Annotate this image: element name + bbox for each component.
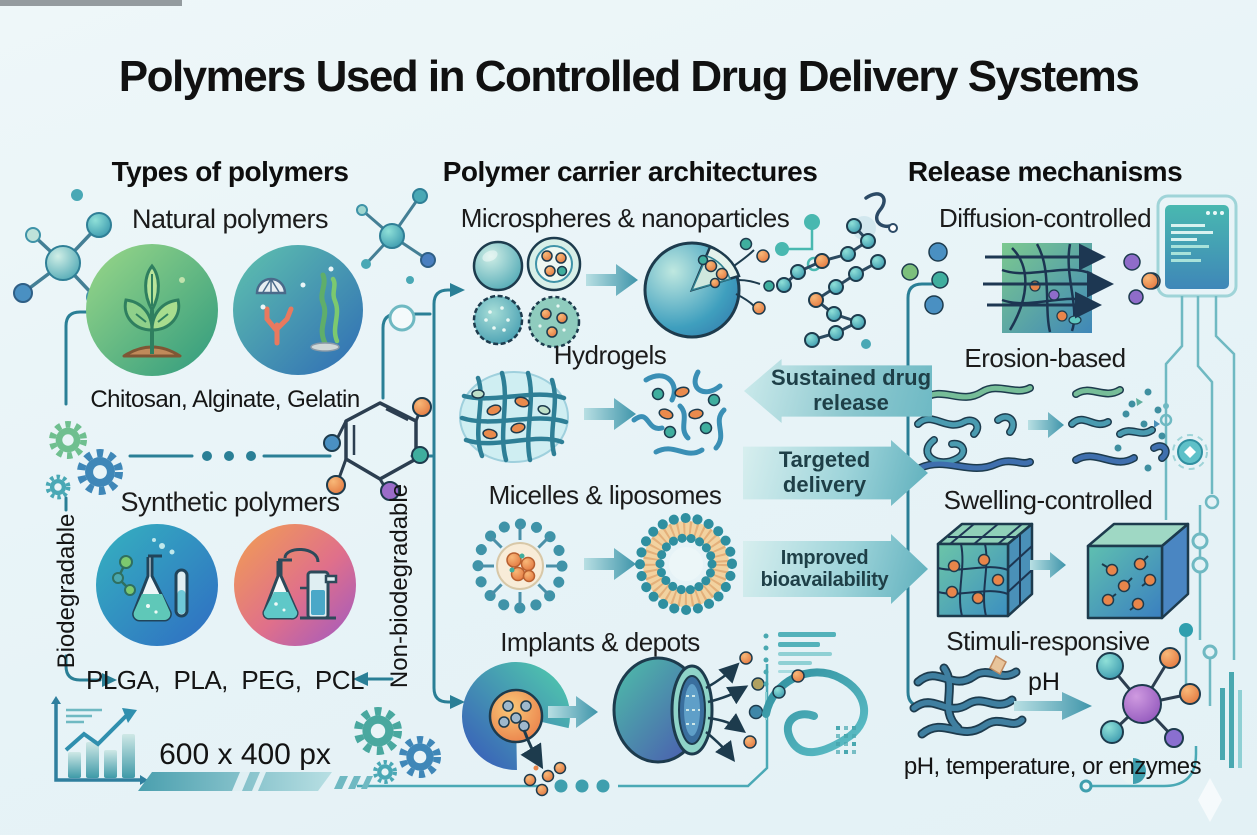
mechanism-label-erosion: Erosion-based xyxy=(964,343,1126,373)
stimuli-molecule-icon xyxy=(1096,647,1201,748)
natural-plant-circle xyxy=(86,244,218,376)
synthetic-lab-circle xyxy=(234,524,356,646)
microspheres-cluster-icon xyxy=(472,236,582,349)
flow-arrow-icon xyxy=(1028,412,1064,438)
growth-chart-icon xyxy=(51,696,148,785)
micelle-icon xyxy=(472,518,568,614)
implant-cylinder-icon xyxy=(612,651,765,764)
gears-icon xyxy=(358,711,437,782)
flow-arrow-icon xyxy=(586,264,638,296)
size-note: 600 x 400 px xyxy=(159,738,331,771)
non-biodegradable-label: Non-biodegradable xyxy=(386,483,413,689)
mechanism-label-stimuli: Stimuli-responsive xyxy=(946,626,1150,656)
bottom-circuit-dots xyxy=(554,779,1093,793)
right-circuit-shapes xyxy=(1120,623,1242,822)
architecture-label-hydrogels: Hydrogels xyxy=(553,340,667,370)
flow-arrow-icon xyxy=(1030,552,1066,578)
release-sphere-icon xyxy=(643,237,775,339)
mechanisms-column-header: Release mechanisms xyxy=(907,156,1183,187)
liposome-icon xyxy=(635,513,737,615)
mechanism-label-diffusion: Diffusion-controlled xyxy=(938,203,1152,233)
hydrogel-mesh-icon xyxy=(631,369,727,456)
right-circuit-trace xyxy=(1184,505,1218,706)
synthetic-polymer-examples: PLGA, PLA, PEG, PCL xyxy=(85,665,365,695)
molecule-icon xyxy=(356,188,436,332)
biodegradable-label: Biodegradable xyxy=(53,513,80,669)
implant-depot-icon xyxy=(462,662,570,797)
architecture-label-microspheres: Microspheres & nanoparticles xyxy=(460,203,790,233)
polymer-ribbon-decoration xyxy=(762,668,869,757)
flow-arrow-icon xyxy=(548,696,598,728)
flow-arrow-icon xyxy=(584,398,636,430)
architecture-label-implants: Implants & depots xyxy=(500,627,700,657)
natural-polymers-label: Natural polymers xyxy=(131,204,329,234)
code-window-icon xyxy=(1156,194,1238,660)
ph-arrow-icon xyxy=(1014,692,1092,720)
benefit-arrow-improved-bioavailability: Improved bioavailability xyxy=(743,534,928,604)
synthetic-flask-circle xyxy=(96,524,218,646)
natural-polymer-examples: Chitosan, Alginate, Gelatin xyxy=(90,386,360,413)
bead-chain-decoration xyxy=(775,192,898,349)
diffusion-matrix-icon xyxy=(901,242,1159,333)
flow-arrow-icon xyxy=(584,548,636,580)
architectures-column-header: Polymer carrier architectures xyxy=(442,156,818,187)
stimuli-caption: pH, temperature, or enzymes xyxy=(903,753,1202,780)
benefit-arrow-sustained-release: Sustained drug release xyxy=(744,359,932,423)
stimuli-chains-icon xyxy=(909,654,1027,739)
architecture-label-micelles: Micelles & liposomes xyxy=(488,480,722,510)
connector-arrowheads xyxy=(102,283,465,709)
synthetic-polymers-label: Synthetic polymers xyxy=(120,487,340,517)
ph-trigger-label: pH xyxy=(1028,668,1060,696)
swoosh-divider xyxy=(138,772,373,791)
swelling-cube-icon xyxy=(936,522,1190,620)
page-title: Polymers Used in Controlled Drug Deliver… xyxy=(118,52,1140,101)
types-column-header: Types of polymers xyxy=(111,156,349,187)
erosion-chains-icon xyxy=(914,384,1170,472)
natural-marine-circle xyxy=(233,245,363,375)
top-left-strip xyxy=(0,0,182,6)
benefit-arrow-targeted-delivery: Targeted delivery xyxy=(743,440,928,506)
hydrogel-ball-icon xyxy=(459,370,569,463)
mechanism-label-swelling: Swelling-controlled xyxy=(943,485,1153,515)
list-lines-decoration xyxy=(763,632,836,720)
hexagon-molecule-icon xyxy=(323,397,432,501)
